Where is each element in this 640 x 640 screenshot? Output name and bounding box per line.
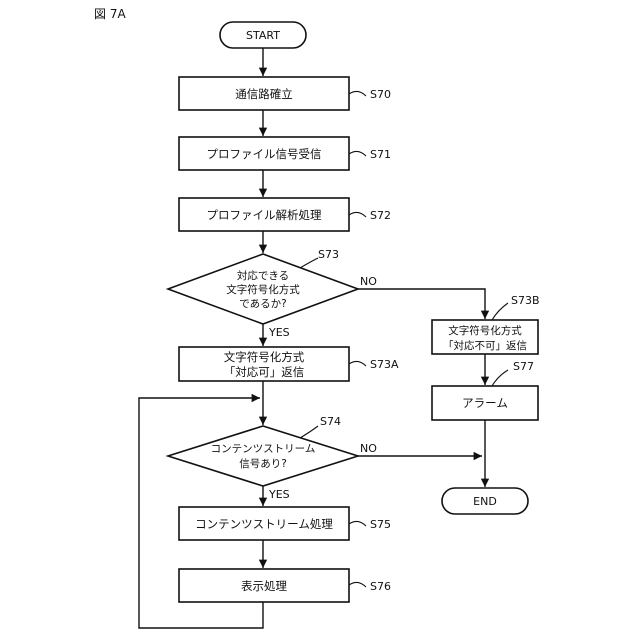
step-leader bbox=[492, 370, 508, 386]
process-label-s75: コンテンツストリーム処理 bbox=[195, 517, 333, 531]
decision-s73-line-2: 文字符号化方式 bbox=[226, 283, 300, 296]
step-id-s73a: S73A bbox=[370, 358, 399, 371]
process-label-s72: プロファイル解析処理 bbox=[207, 208, 322, 222]
start-label: START bbox=[246, 29, 280, 42]
step-id-s71: S71 bbox=[370, 148, 391, 161]
step-id-s73b: S73B bbox=[511, 294, 540, 307]
step-leader bbox=[349, 91, 366, 96]
process-label-s76: 表示処理 bbox=[241, 579, 287, 593]
branch-no-s73: NO bbox=[360, 275, 377, 288]
step-id-s75: S75 bbox=[370, 518, 391, 531]
step-leader bbox=[300, 426, 318, 438]
decision-s73-line-3: であるか? bbox=[239, 298, 286, 310]
step-id-s72: S72 bbox=[370, 209, 391, 222]
decision-s73-line-1: 対応できる bbox=[237, 269, 289, 282]
step-leader bbox=[300, 258, 318, 268]
process-s73b-line-2: 「対応不可」返信 bbox=[443, 339, 527, 352]
step-leader bbox=[349, 361, 366, 366]
branch-no-s74: NO bbox=[360, 442, 377, 455]
step-id-s70: S70 bbox=[370, 88, 391, 101]
step-leader bbox=[349, 212, 366, 217]
process-label-s71: プロファイル信号受信 bbox=[207, 147, 322, 161]
branch-yes-s74: YES bbox=[268, 488, 290, 501]
decision-s74-line-1: コンテンツストリーム bbox=[211, 443, 316, 455]
decision-s74 bbox=[168, 426, 358, 486]
branch-yes-s73: YES bbox=[268, 326, 290, 339]
step-leader bbox=[349, 521, 366, 526]
step-id-s74: S74 bbox=[320, 415, 341, 428]
process-s73b-line-1: 文字符号化方式 bbox=[448, 324, 522, 337]
decision-s74-line-2: 信号あり? bbox=[239, 458, 287, 470]
end-label: END bbox=[473, 495, 497, 508]
process-s73a-line-1: 文字符号化方式 bbox=[224, 350, 305, 364]
step-leader bbox=[349, 582, 366, 587]
step-id-s76: S76 bbox=[370, 580, 391, 593]
step-leader bbox=[349, 151, 366, 156]
step-id-s77: S77 bbox=[513, 360, 534, 373]
process-s73a-line-2: 「対応可」返信 bbox=[224, 365, 305, 379]
process-label-s70: 通信路確立 bbox=[235, 87, 293, 101]
connector-no-s73 bbox=[358, 289, 485, 319]
figure-label: 図 7A bbox=[94, 7, 126, 21]
step-id-s73: S73 bbox=[318, 248, 339, 261]
step-leader bbox=[492, 303, 508, 320]
process-label-s77: アラーム bbox=[462, 396, 508, 410]
